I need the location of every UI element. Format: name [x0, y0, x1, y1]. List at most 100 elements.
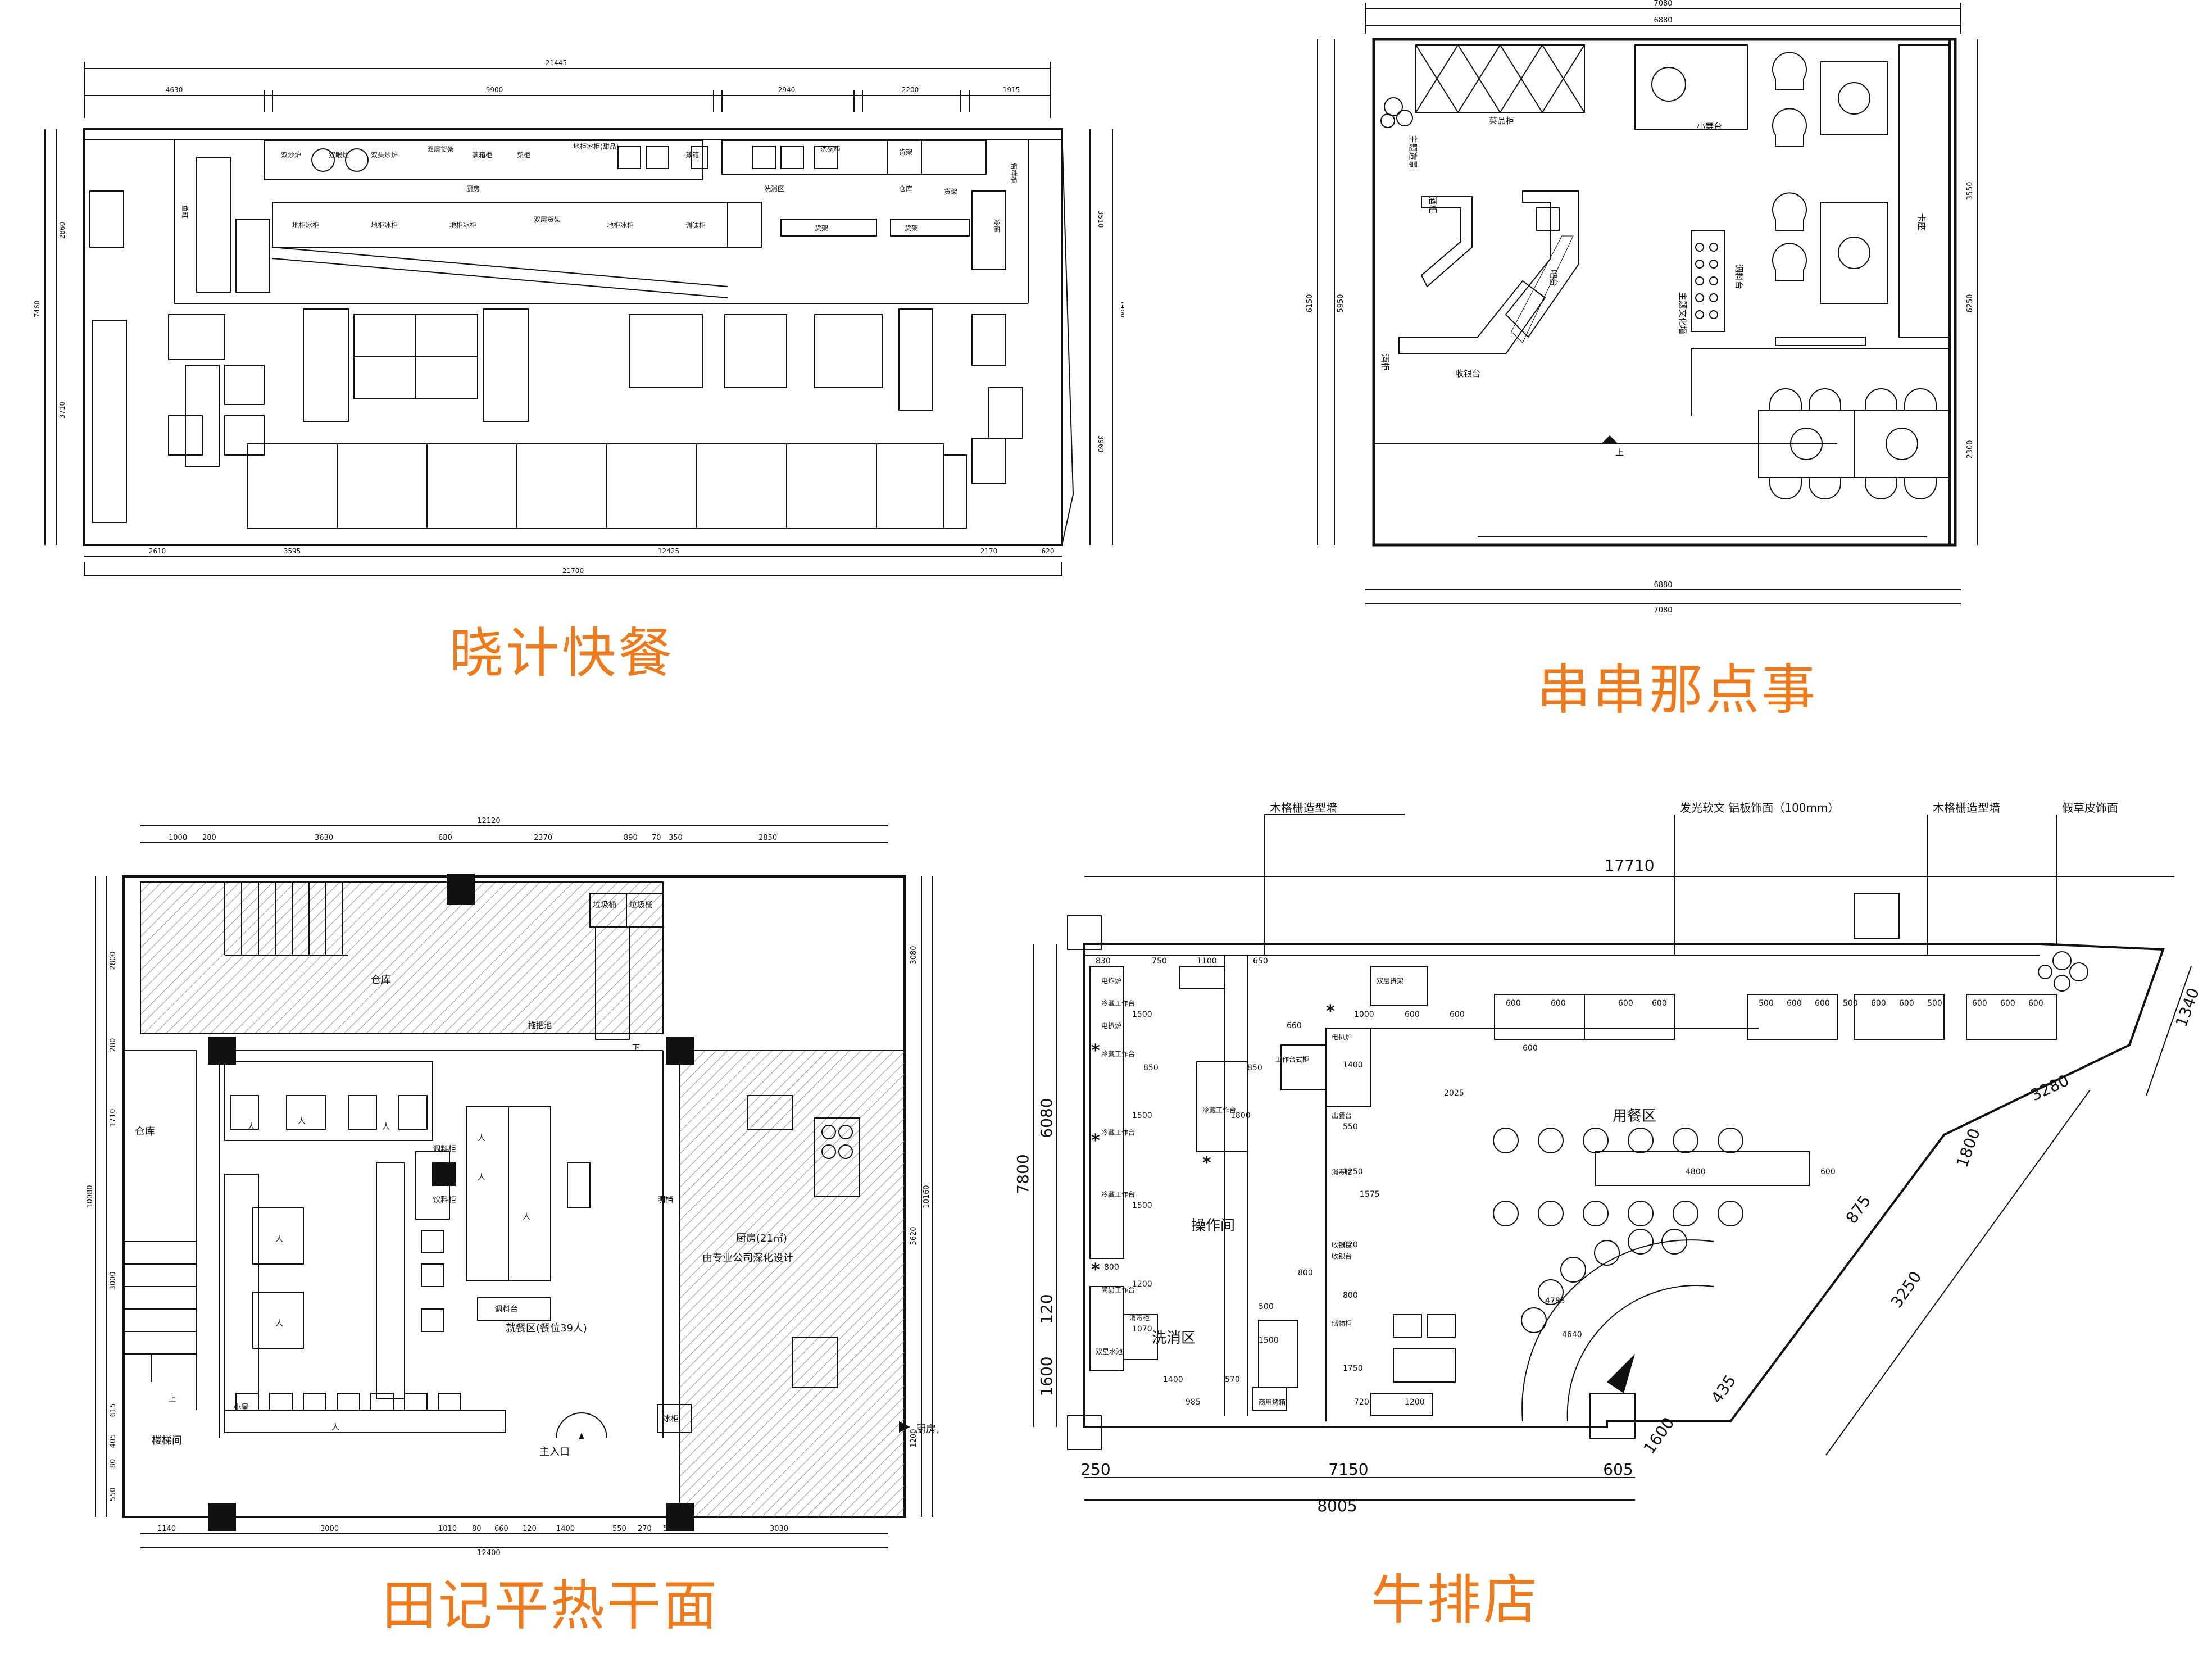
np-dim-inner-21: 600 [1450, 1010, 1465, 1019]
np-dim-inner-13: 1200 [1132, 1280, 1152, 1289]
np-dim-diag-4: 875 [1842, 1192, 1875, 1227]
cc-label-5: 吧台 [1548, 270, 1559, 287]
tj-label-down: 下 [632, 1044, 640, 1053]
np-dim-inner-19: 1000 [1354, 1010, 1374, 1019]
tj-dim-bottom-total: 12400 [477, 1549, 500, 1556]
tj-dim-top-8: 350 [669, 834, 683, 842]
cc-label-4: 酒柜 [1428, 197, 1438, 213]
np-dim-inner-15: 570 [1225, 1375, 1240, 1384]
cc-dim-right-1: 3550 [1966, 181, 1974, 200]
np-dim-inner-41: 4800 [1686, 1167, 1706, 1176]
np-dim-inner-46: 1750 [1343, 1364, 1363, 1373]
np-callout-2: 发光软文 铝板饰面（100mm） [1680, 801, 1839, 815]
caption-niupai: 牛排店 [1371, 1569, 1539, 1631]
np-room-dining: 用餐区 [1613, 1108, 1656, 1125]
caption-xiaoji: 晓计快餐 [449, 622, 674, 685]
tj-label-person-2: 人 [298, 1117, 306, 1126]
cc-dim-top-2: 6880 [1654, 16, 1672, 25]
tj-dim-bottom-4: 1010 [438, 1525, 457, 1533]
cc-dim-left-1: 6150 [1306, 294, 1314, 312]
np-eq-10: 冷藏工作台 [1202, 1106, 1236, 1114]
tj-dim-bottom-11: 570 [663, 1525, 677, 1533]
np-eq-5: 冷藏工作台 [1101, 1128, 1135, 1137]
tj-dim-bottom-5: 80 [472, 1525, 482, 1533]
np-dim-inner-10: 1500 [1132, 1111, 1152, 1120]
np-dim-inner-2: 750 [1152, 957, 1167, 966]
tj-label-person-8: 人 [523, 1212, 530, 1221]
tj-dim-top-2: 280 [202, 834, 216, 842]
eq-1: 双炒炉 [281, 151, 301, 159]
tj-dim-top-4: 680 [438, 834, 452, 842]
dim-bottom-2: 2610 [149, 547, 166, 555]
np-eq-7: 简易工作台 [1101, 1285, 1135, 1294]
np-eq-15: 收银台 [1332, 1252, 1352, 1260]
np-dim-inner-45: 800 [1343, 1291, 1358, 1300]
np-dim-inner-16: 1070 [1132, 1325, 1152, 1334]
np-dim-inner-34: 600 [2000, 999, 2015, 1008]
np-dim-inner-11: 1500 [1132, 1201, 1152, 1210]
tj-label-person-3: 人 [382, 1122, 390, 1131]
np-eq-1: 电炸炉 [1101, 977, 1121, 985]
tj-dim-bottom-9: 550 [612, 1525, 626, 1533]
cc-label-10: 收银台 [1455, 369, 1480, 379]
np-dim-inner-22: 600 [1506, 999, 1521, 1008]
np-dim-inner-44: 800 [1298, 1269, 1313, 1278]
np-dim-diag-3: 1800 [1953, 1126, 1984, 1170]
np-dim-inner-43: 820 [1343, 1240, 1358, 1249]
np-dim-inner-51: 600 [1523, 1044, 1538, 1053]
eq-15: 地柜冰柜 [371, 221, 398, 229]
eq-14: 地柜冰柜 [292, 221, 319, 229]
np-eq-6: 冷藏工作台 [1101, 1190, 1135, 1198]
dim-right-2: 7460 [1119, 301, 1124, 318]
np-room-wash: 洗消区 [1152, 1330, 1196, 1347]
np-dim-inner-4: 650 [1253, 957, 1268, 966]
np-dim-inner-48: 1200 [1405, 1398, 1425, 1407]
np-callout-4: 假草皮饰面 [2062, 801, 2118, 815]
eq-12: 留样柜 [1010, 163, 1018, 183]
eq-9: 洗碗柜 [820, 145, 841, 153]
np-dim-left-3: 120 [1037, 1294, 1056, 1324]
np-dim-left-4: 1600 [1037, 1356, 1056, 1396]
np-asterisk-2: * [1091, 1131, 1100, 1151]
np-eq-13: 消毒柜 [1332, 1168, 1352, 1176]
np-eq-9: 工作台式柜 [1275, 1055, 1309, 1063]
tj-dim-top-6: 890 [624, 834, 638, 842]
tj-dim-left-4: 10080 [86, 1185, 94, 1208]
tj-label-person-7: 人 [478, 1173, 485, 1182]
room-storage: 仓库 [899, 184, 912, 193]
tj-room-kitchen-note: 由专业公司深化设计 [702, 1252, 793, 1264]
np-dim-inner-40: 1575 [1360, 1190, 1380, 1199]
tj-dim-left-3: 1710 [109, 1108, 117, 1127]
cc-dim-top-1: 7080 [1654, 0, 1672, 8]
tj-label-person-9: 人 [331, 1423, 339, 1432]
np-dim-inner-20: 600 [1405, 1010, 1420, 1019]
tj-label-person-6: 人 [478, 1134, 485, 1143]
np-dim-inner-38: 550 [1343, 1122, 1358, 1131]
np-dim-inner-12: 800 [1104, 1263, 1119, 1272]
np-dim-inner-31: 600 [1899, 999, 1914, 1008]
tj-dim-bottom-3: 3000 [320, 1525, 339, 1533]
eq-17: 双层货架 [534, 215, 561, 224]
cc-dim-bottom-1: 6880 [1654, 581, 1672, 589]
np-dim-inner-49: 4785 [1545, 1297, 1565, 1306]
tj-dim-bottom-12: 3030 [770, 1525, 788, 1533]
tj-dim-left-8: 80 [109, 1459, 117, 1469]
np-dim-inner-50: 4640 [1562, 1330, 1582, 1339]
cc-dim-bottom-2: 7080 [1654, 606, 1672, 615]
tj-dim-left-6: 615 [109, 1403, 117, 1417]
tj-dim-left-9: 550 [109, 1488, 117, 1502]
cc-label-2: 小舞台 [1697, 121, 1722, 131]
tj-label-freezer: 冰柜 [663, 1415, 679, 1424]
np-asterisk-5: * [1326, 1002, 1335, 1021]
tj-dim-top-7: 70 [652, 834, 661, 842]
tj-room-storage: 仓库 [371, 974, 391, 986]
tj-dim-right-2: 10160 [923, 1185, 931, 1208]
eq-18: 地柜冰柜 [607, 221, 634, 229]
np-dim-inner-17: 500 [1259, 1302, 1274, 1311]
tj-room-kitchen: 厨房(21㎡) [736, 1232, 787, 1244]
plan-tianji: 12120 1000 280 3630 680 2370 890 70 350 … [86, 817, 938, 1556]
tj-dim-left-2: 280 [109, 1038, 117, 1052]
eq-13: 鱼缸 [181, 205, 189, 219]
dim-right-3: 3960 [1097, 435, 1105, 453]
np-dim-bottom-1: 250 [1080, 1460, 1110, 1479]
